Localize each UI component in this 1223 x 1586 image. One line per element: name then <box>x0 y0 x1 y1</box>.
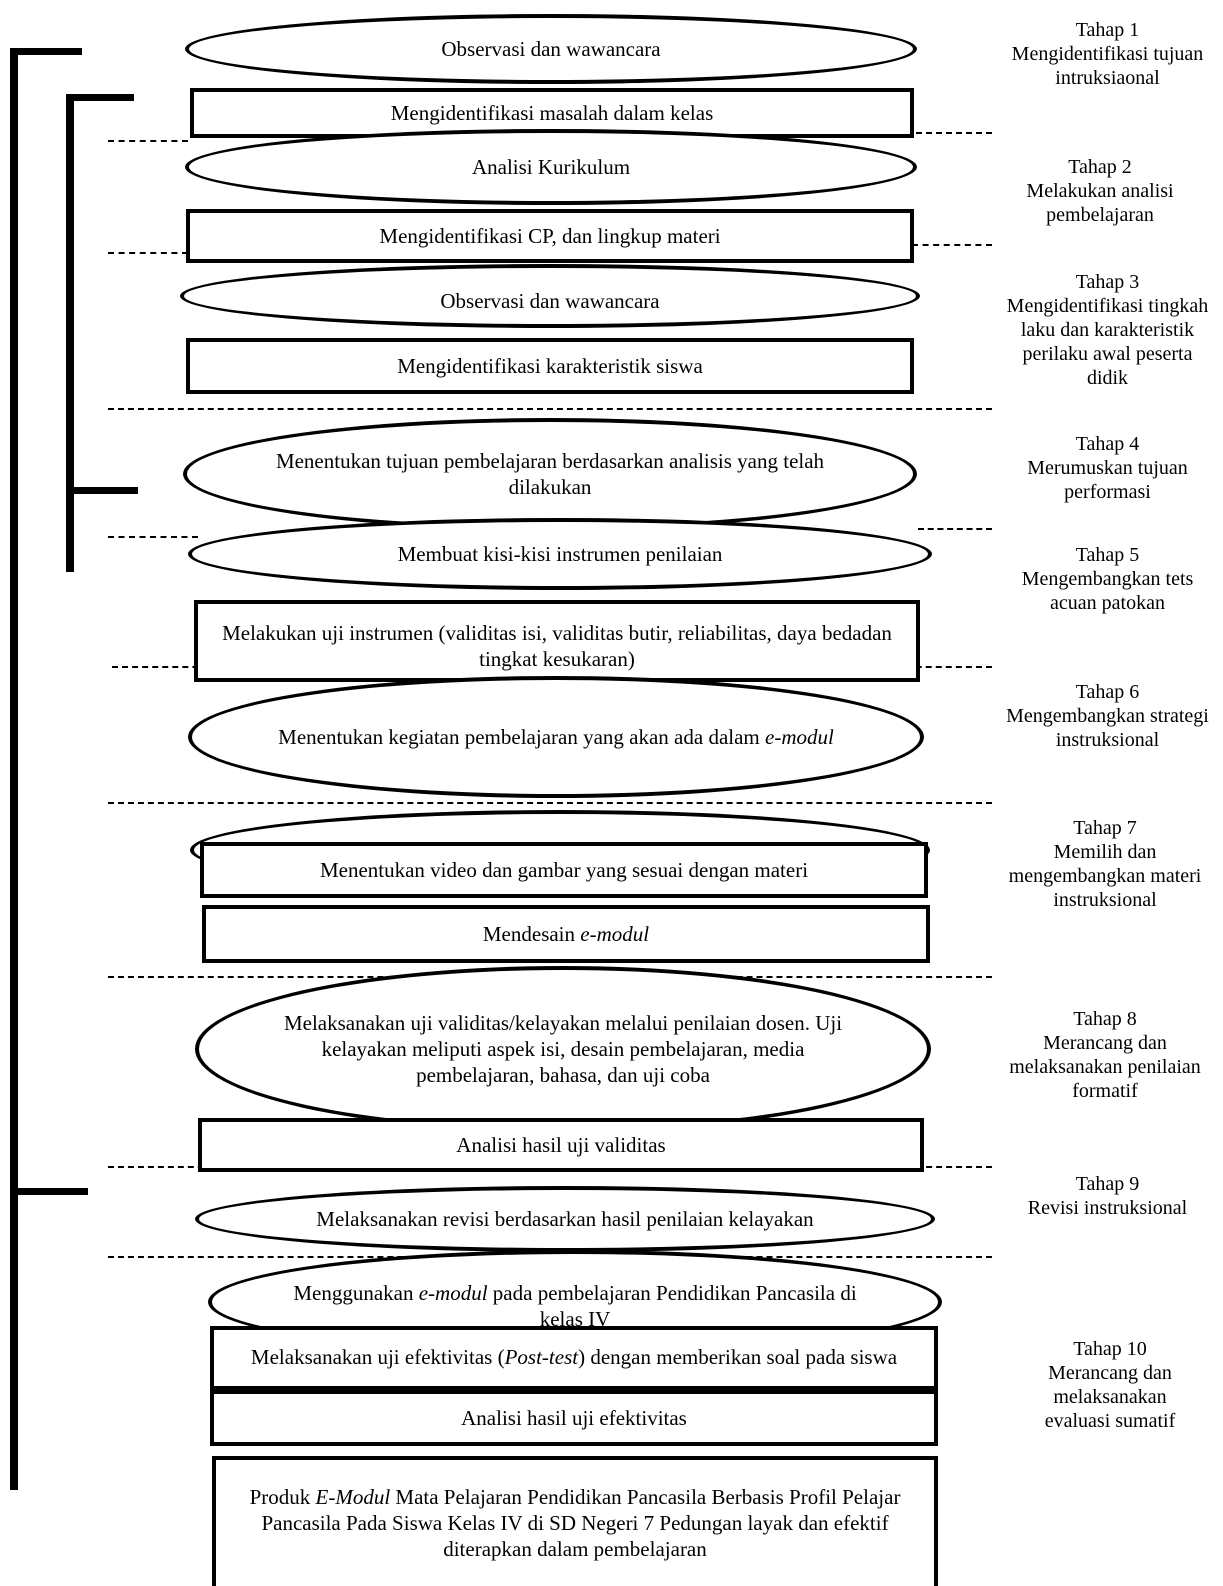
stage-description: Mengidentifikasi tujuan intruksiaonal <box>1011 43 1204 89</box>
outer-bracket-vertical <box>10 48 18 1490</box>
stage-description: Memilih dan mengembangkan materi instruk… <box>1008 841 1202 911</box>
step-text-part: Mata Pelajaran Pendidikan Pancasila Berb… <box>261 1485 901 1561</box>
step-text: Mendesain e-modul <box>483 921 649 947</box>
step-text: Analisi hasil uji validitas <box>456 1133 666 1157</box>
step-tujuan-pembelajaran: Menentukan tujuan pembelajaran berdasark… <box>183 418 917 530</box>
inner-bracket-top-arm <box>66 94 134 101</box>
stage-separator <box>108 408 992 410</box>
step-uji-efektivitas: Melaksanakan uji efektivitas (Post-test)… <box>210 1326 938 1390</box>
inner-bracket-middle-arm <box>66 487 138 494</box>
stage-separator <box>108 802 992 804</box>
step-text: Mengidentifikasi masalah dalam kelas <box>390 101 714 125</box>
step-analisi-efektivitas: Analisi hasil uji efektivitas <box>210 1390 938 1446</box>
stage-separator <box>108 252 188 254</box>
stage-separator <box>916 132 992 134</box>
stage-description: Merancang dan melaksanakan penilaian for… <box>1009 1032 1201 1102</box>
step-text: Membuat kisi-kisi instrumen penilaian <box>397 542 723 566</box>
step-text: Analisi Kurikulum <box>471 155 631 179</box>
step-text: Menggunakan e-modul pada pembelajaran Pe… <box>272 1280 878 1332</box>
stage-title: Tahap 9 <box>1075 1173 1140 1195</box>
stage-title: Tahap 4 <box>1075 433 1140 455</box>
step-produk-emodul: Produk E-Modul Mata Pelajaran Pendidikan… <box>212 1456 938 1586</box>
step-text: Mengidentifikasi CP, dan lingkup materi <box>379 224 721 248</box>
step-kegiatan-pembelajaran: Menentukan kegiatan pembelajaran yang ak… <box>188 676 924 798</box>
step-text-emphasis: E-Modul <box>315 1485 391 1509</box>
step-mendesain-emodul: Mendesain e-modul <box>202 905 930 963</box>
stage-separator <box>108 536 198 538</box>
step-text: Analisi hasil uji efektivitas <box>461 1406 687 1430</box>
step-text: Melakukan uji instrumen (validitas isi, … <box>222 621 892 671</box>
stage-separator <box>912 244 992 246</box>
stage-title: Tahap 3 <box>1075 271 1140 293</box>
stage-title: Tahap 1 <box>1075 19 1140 41</box>
stage-description: Merumuskan tujuan performasi <box>1027 457 1188 503</box>
step-analisi-validitas: Analisi hasil uji validitas <box>198 1118 924 1172</box>
step-video-gambar: Menentukan video dan gambar yang sesuai … <box>200 842 928 898</box>
step-text-emphasis: e-modul <box>765 725 834 749</box>
stage-description: Merancang dan melaksanakan evaluasi suma… <box>1044 1362 1176 1432</box>
step-text: Produk E-Modul Mata Pelajaran Pendidikan… <box>240 1484 910 1562</box>
step-text-emphasis: e-modul <box>580 922 650 946</box>
stage-description: Mengembangkan strategi instruksional <box>1006 705 1209 751</box>
step-uji-validitas: Melaksanakan uji validitas/kelayakan mel… <box>195 966 931 1132</box>
step-text: Observasi dan wawancara <box>440 289 660 313</box>
stage-separator <box>108 140 188 142</box>
step-text: Menentukan video dan gambar yang sesuai … <box>319 858 809 882</box>
step-text-part: Mendesain <box>482 922 581 946</box>
stage-description: Revisi instruksional <box>1027 1197 1188 1219</box>
step-text-emphasis: e-modul <box>418 1281 488 1305</box>
stage-title: Tahap 10 <box>1073 1338 1147 1360</box>
stage-description: Mengidentifikasi tingkah laku dan karakt… <box>1006 295 1209 389</box>
stage-title: Tahap 8 <box>1073 1008 1137 1030</box>
stage-title: Tahap 6 <box>1075 681 1140 703</box>
step-kisi-kisi-instrumen: Membuat kisi-kisi instrumen penilaian <box>188 518 932 590</box>
inner-bracket-vertical <box>66 94 74 572</box>
step-text-part: pada pembelajaran Pendidikan Pancasila d… <box>487 1281 857 1331</box>
step-uji-instrumen: Melakukan uji instrumen (validitas isi, … <box>194 600 920 682</box>
stage-title: Tahap 7 <box>1073 817 1137 839</box>
step-text-part: ) dengan memberikan soal pada siswa <box>578 1345 898 1369</box>
step-text: Menentukan tujuan pembelajaran berdasark… <box>275 449 825 499</box>
step-text: Melaksanakan uji validitas/kelayakan mel… <box>283 1011 843 1087</box>
outer-bracket-top-arm <box>10 48 82 55</box>
step-observasi-wawancara-2: Observasi dan wawancara <box>180 264 920 328</box>
step-text-part: Menentukan kegiatan pembelajaran yang ak… <box>278 725 766 749</box>
step-identifikasi-cp: Mengidentifikasi CP, dan lingkup materi <box>186 209 914 263</box>
stage-description: Melakukan analisi pembelajaran <box>1026 180 1174 226</box>
step-text-emphasis: Post-test <box>504 1345 579 1369</box>
step-text: Observasi dan wawancara <box>441 37 661 61</box>
step-text-part: Melaksanakan uji efektivitas ( <box>250 1345 505 1369</box>
step-text-part: Produk <box>249 1485 316 1509</box>
step-identifikasi-karakteristik: Mengidentifikasi karakteristik siswa <box>186 338 914 394</box>
step-text: Melaksanakan revisi berdasarkan hasil pe… <box>316 1207 814 1231</box>
step-text: Melaksanakan uji efektivitas (Post-test)… <box>251 1344 897 1370</box>
step-text-part: Menggunakan <box>293 1281 419 1305</box>
stage-separator <box>918 528 992 530</box>
outer-bracket-middle-arm <box>10 1188 88 1195</box>
stage-title: Tahap 2 <box>1068 156 1132 178</box>
stage-description: Mengembangkan tets acuan patokan <box>1021 568 1194 614</box>
step-text: Menentukan kegiatan pembelajaran yang ak… <box>278 724 834 750</box>
step-observasi-wawancara-1: Observasi dan wawancara <box>185 14 917 84</box>
stage-title: Tahap 5 <box>1075 544 1140 566</box>
step-revisi: Melaksanakan revisi berdasarkan hasil pe… <box>195 1186 935 1252</box>
step-text: Mengidentifikasi karakteristik siswa <box>397 354 703 378</box>
step-analisi-kurikulum: Analisi Kurikulum <box>185 129 917 205</box>
